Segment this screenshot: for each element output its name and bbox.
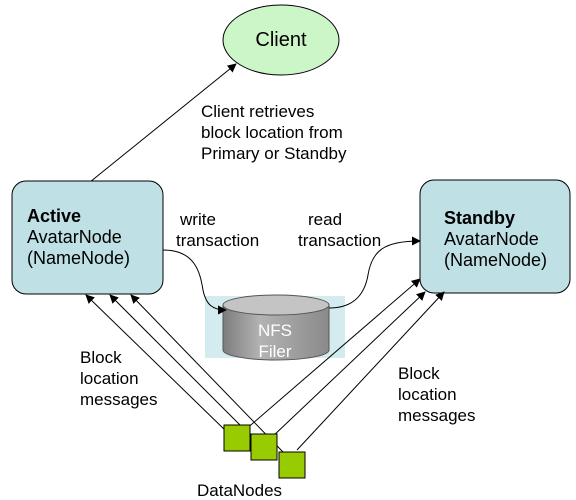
block-message-arrow [296, 291, 445, 451]
read-transaction-label: read transaction [298, 209, 381, 251]
active-avatarnode-box [11, 180, 164, 295]
read-line: transaction [298, 231, 382, 250]
active-title: Active [27, 206, 82, 226]
standby-avatarnode-box [419, 179, 571, 294]
client-note-line: Primary or Standby [201, 144, 347, 163]
client-arrow [89, 63, 237, 183]
block-left-line: messages [80, 390, 158, 409]
read-transaction-arrow [328, 236, 421, 309]
block-left-line: Block [80, 348, 122, 367]
nfs-filer-label: NFS Filer [222, 320, 328, 362]
nfs-line: NFS [258, 321, 292, 340]
datanodes-label: DataNodes [197, 481, 283, 500]
block-message-arrow [130, 294, 284, 453]
standby-title: Standby [444, 208, 516, 228]
active-line1: AvatarNode [27, 227, 122, 247]
write-transaction-arrow [162, 249, 227, 315]
standby-node-text: Standby AvatarNode (NameNode) [444, 208, 547, 271]
nfs-filer-cylinder [222, 294, 330, 361]
datanode-square [250, 433, 278, 461]
active-line2: (NameNode) [27, 248, 131, 268]
client-label: Client [255, 29, 307, 51]
write-line: transaction [176, 231, 260, 250]
client-node [222, 4, 340, 76]
active-node-text: Active AvatarNode (NameNode) [27, 206, 130, 269]
datanode-square [223, 424, 251, 452]
block-right-line: Block [398, 364, 440, 383]
standby-line2: (NameNode) [444, 250, 548, 270]
read-line: read [308, 210, 343, 229]
client-note-line: Client retrieves [201, 102, 315, 121]
block-right-line: messages [398, 406, 476, 425]
standby-line1: AvatarNode [444, 229, 539, 249]
nfs-line: Filer [258, 342, 292, 361]
write-line: write [180, 210, 216, 229]
block-message-arrow [109, 294, 256, 441]
block-message-arrow [85, 294, 228, 433]
write-transaction-label: write transaction [176, 209, 259, 251]
block-message-arrow [244, 278, 421, 431]
client-note: Client retrieves block location from Pri… [201, 101, 347, 164]
datanode-square [278, 451, 306, 479]
block-location-label-right: Block location messages [398, 363, 475, 426]
block-right-line: location [398, 385, 457, 404]
block-left-line: location [80, 369, 139, 388]
block-message-arrow [270, 291, 426, 439]
block-location-label-left: Block location messages [80, 347, 157, 410]
client-note-line: block location from [201, 123, 343, 142]
